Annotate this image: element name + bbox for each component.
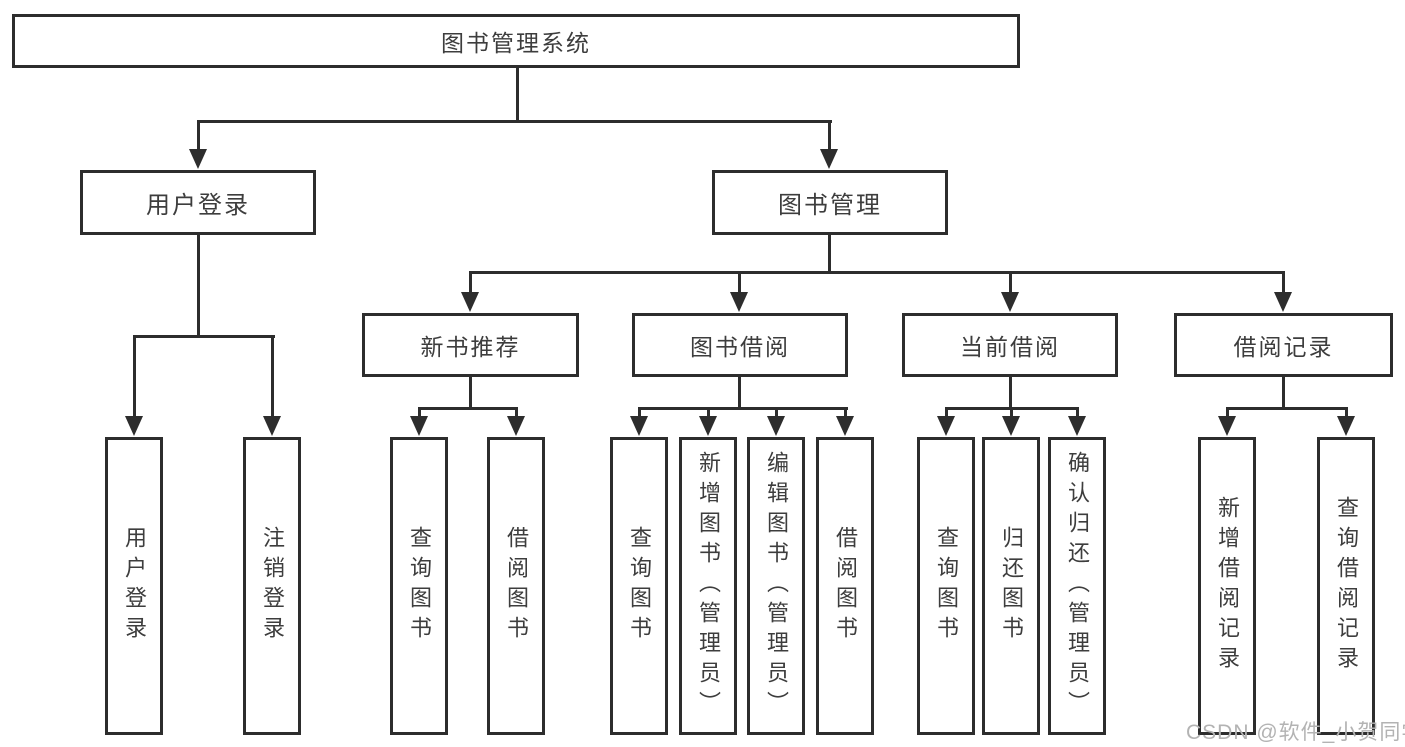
- connector-arrow-stem: [270, 335, 274, 417]
- connector-arrow-stem: [1075, 407, 1079, 417]
- arrow-down-icon: [125, 416, 143, 436]
- connector-stem: [827, 235, 831, 274]
- connector-rail: [133, 335, 275, 338]
- node-new-book-recommend: 新书推荐: [362, 313, 579, 377]
- connector-stem: [515, 67, 519, 123]
- arrow-down-icon: [1001, 292, 1019, 312]
- arrow-down-icon: [1274, 292, 1292, 312]
- leaf-add-borrow-record: 新增借阅记录: [1198, 437, 1256, 735]
- connector-arrow-stem: [1008, 271, 1012, 293]
- arrow-down-icon: [836, 416, 854, 436]
- leaf-return-book: 归还图书: [982, 437, 1040, 735]
- node-book-management: 图书管理: [712, 170, 948, 235]
- node-book-borrow: 图书借阅: [632, 313, 848, 377]
- connector-arrow-stem: [1225, 407, 1229, 417]
- leaf-query-book-3: 查询图书: [917, 437, 975, 735]
- arrow-down-icon: [767, 416, 785, 436]
- node-borrow-record: 借阅记录: [1174, 313, 1393, 377]
- leaf-add-book-admin: 新增图书（管理员）: [679, 437, 737, 735]
- node-user-login: 用户登录: [80, 170, 316, 235]
- connector-stem: [1008, 376, 1012, 410]
- arrow-down-icon: [189, 149, 207, 169]
- connector-arrow-stem: [706, 407, 710, 417]
- node-root: 图书管理系统: [12, 14, 1020, 68]
- arrow-down-icon: [461, 292, 479, 312]
- arrow-down-icon: [699, 416, 717, 436]
- arrow-down-icon: [630, 416, 648, 436]
- leaf-logout: 注销登录: [243, 437, 301, 735]
- arrow-down-icon: [1002, 416, 1020, 436]
- connector-arrow-stem: [843, 407, 847, 417]
- connector-arrow-stem: [132, 335, 136, 417]
- connector-arrow-stem: [417, 407, 421, 417]
- arrow-down-icon: [1218, 416, 1236, 436]
- connector-arrow-stem: [774, 407, 778, 417]
- leaf-confirm-return-admin: 确认归还（管理员）: [1048, 437, 1106, 735]
- leaf-borrow-book-1: 借阅图书: [487, 437, 545, 735]
- connector-arrow-stem: [1009, 407, 1013, 417]
- arrow-down-icon: [1068, 416, 1086, 436]
- connector-stem: [196, 235, 200, 338]
- connector-arrow-stem: [737, 271, 741, 293]
- leaf-query-book-1: 查询图书: [390, 437, 448, 735]
- arrow-down-icon: [263, 416, 281, 436]
- arrow-down-icon: [937, 416, 955, 436]
- arrow-down-icon: [820, 149, 838, 169]
- leaf-query-borrow-record: 查询借阅记录: [1317, 437, 1375, 735]
- connector-rail: [418, 407, 518, 410]
- connector-stem: [1281, 376, 1285, 410]
- arrow-down-icon: [730, 292, 748, 312]
- connector-stem: [737, 376, 741, 410]
- connector-rail: [469, 271, 1285, 274]
- connector-arrow-stem: [944, 407, 948, 417]
- arrow-down-icon: [410, 416, 428, 436]
- connector-arrow-stem: [1344, 407, 1348, 417]
- arrow-down-icon: [507, 416, 525, 436]
- connector-arrow-stem: [1281, 271, 1285, 293]
- connector-arrow-stem: [196, 120, 200, 150]
- leaf-edit-book-admin: 编辑图书（管理员）: [747, 437, 805, 735]
- leaf-query-book-2: 查询图书: [610, 437, 668, 735]
- arrow-down-icon: [1337, 416, 1355, 436]
- leaf-borrow-book-2: 借阅图书: [816, 437, 874, 735]
- node-current-borrow: 当前借阅: [902, 313, 1118, 377]
- leaf-user-login: 用户登录: [105, 437, 163, 735]
- connector-rail: [638, 407, 848, 410]
- connector-arrow-stem: [637, 407, 641, 417]
- connector-rail: [197, 120, 832, 123]
- connector-rail: [1226, 407, 1348, 410]
- watermark: CSDN @软件_小贺同学: [1186, 721, 1405, 744]
- connector-arrow-stem: [468, 271, 472, 293]
- connector-arrow-stem: [514, 407, 518, 417]
- connector-arrow-stem: [827, 120, 831, 150]
- connector-stem: [468, 376, 472, 410]
